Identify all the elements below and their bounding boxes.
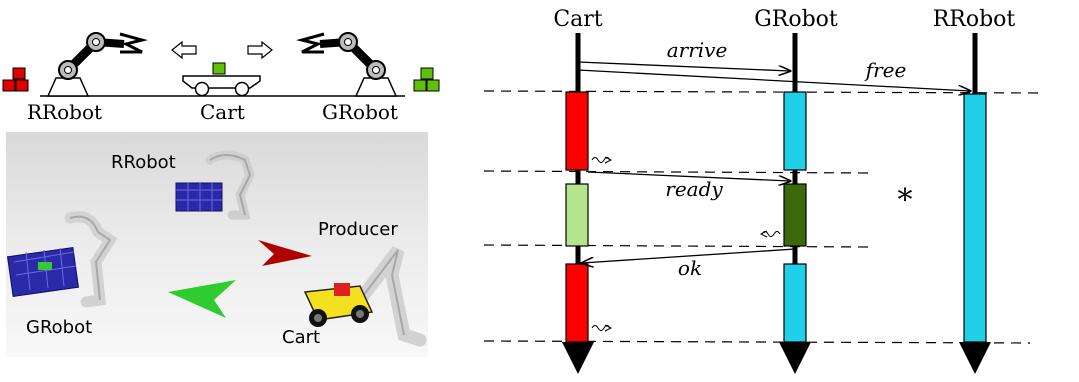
phase-separator [483,244,871,248]
cart-activation-red [565,91,589,171]
cart-lifeline-end [562,342,594,374]
message-arrow-arrive [577,61,790,71]
scene-photo: RRobot Producer GRobot Cart [6,132,428,357]
message-arrow-free [577,69,970,91]
cart-activation-red [565,263,589,343]
green-direction-arrow-icon [168,280,236,318]
lifeline-label-cart: Cart [553,7,602,32]
rrobot-arm-icon [46,32,148,97]
red-block-stack [2,67,29,92]
star-annotation: * [898,183,913,218]
leads-to-squiggle-icon [591,156,613,164]
message-label-arrive: arrive [667,38,728,62]
cart-icon [182,62,261,97]
message-label-ready: ready [665,177,723,201]
rrobot-activation-cyan [963,93,987,343]
rrobot-lifeline-end [959,342,991,374]
grobot-activation-cyan [783,91,807,171]
leads-to-squiggle-icon [759,230,781,238]
message-label-free: free [864,58,907,82]
scene-grobot [6,211,118,308]
schematic-cart-label: Cart [200,100,245,124]
message-arrow-ready [587,171,790,181]
lifeline-label-grobot: GRobot [754,7,838,32]
sequence-diagram: Cart GRobot RRobot arrive free ready [483,7,1041,374]
scene-rrobot-label: RRobot [111,152,176,173]
leads-to-squiggle-icon [591,324,613,332]
grobot-activation-dark-green [783,183,807,247]
schematic-rrobot-label: RRobot [27,100,102,124]
schematic-grobot-label: GRobot [322,100,398,124]
scene-grobot-label: GRobot [26,317,92,338]
phase-separator [483,90,1041,94]
red-direction-arrow-icon [258,240,312,266]
lifeline-label-rrobot: RRobot [933,7,1016,32]
grobot-lifeline-end [779,342,811,374]
message-arrow-ok [582,248,796,263]
message-label-ok: ok [678,256,702,280]
left-arrow-icon [171,40,197,60]
green-block-stack [413,67,440,92]
scene-rrobot [175,150,255,220]
grobot-arm-icon [296,32,398,97]
schematic-panel: RRobot Cart GRobot [2,32,440,124]
right-arrow-icon [247,40,273,60]
cart-activation-light-green [565,183,589,247]
scene-producer-label: Producer [318,219,398,240]
phase-separator [483,170,871,174]
scene-producer [303,246,427,347]
grobot-activation-cyan [783,263,807,343]
scene-cart-label: Cart [282,327,320,348]
